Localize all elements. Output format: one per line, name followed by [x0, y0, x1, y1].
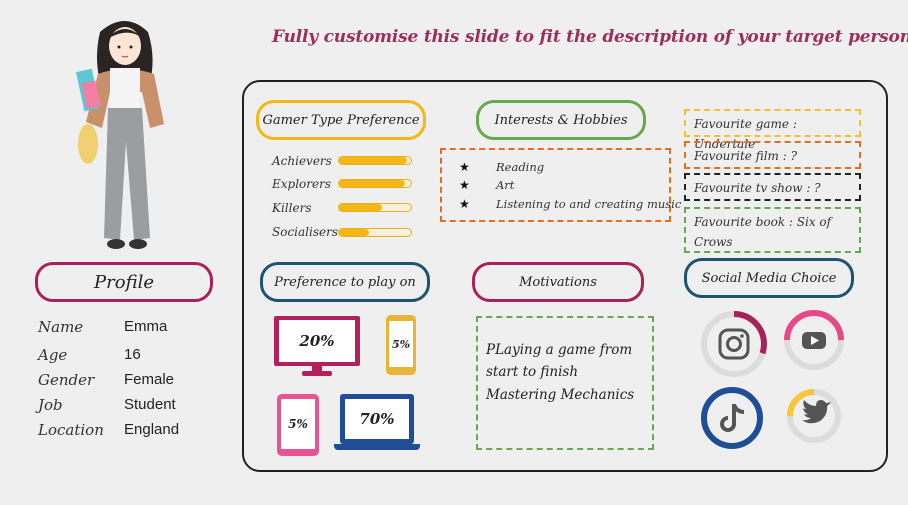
favourite-tv-show: Favourite tv show : ?: [684, 173, 861, 201]
favourite-film: Favourite film : ?: [684, 141, 861, 169]
profile-title-pill: Profile: [35, 262, 213, 302]
motivation-line-1: PLaying a game from: [486, 342, 633, 358]
star-icon: ★: [459, 178, 470, 192]
interest-item-music: Listening to and creating music: [496, 197, 682, 211]
profile-value-name: Emma: [124, 318, 168, 335]
motivation-line-3: Mastering Mechanics: [486, 387, 635, 403]
gamer-label-explorers: Explorers: [272, 177, 332, 191]
persona-frame: [242, 80, 888, 472]
youtube-icon: [784, 310, 844, 370]
motivation-line-2: start to finish: [486, 364, 579, 380]
profile-value-location: England: [124, 421, 180, 438]
tiktok-icon: [701, 387, 763, 449]
profile-value-gender: Female: [124, 371, 175, 388]
motivations-box: [476, 316, 654, 450]
phone-pink-device: 5%: [277, 394, 319, 456]
gamer-label-achievers: Achievers: [272, 154, 332, 168]
profile-title: Profile: [94, 271, 154, 293]
favourite-game-text: Favourite game : Undertale: [694, 117, 797, 151]
gamer-label-socialisers: Socialisers: [272, 225, 338, 239]
gamer-bar-explorers: [338, 179, 412, 188]
favourite-book-text: Favourite book : Six of Crows: [694, 215, 832, 249]
desktop-device: 20%: [274, 316, 360, 378]
social-media-icons: [701, 310, 844, 449]
interests-pill: Interests & Hobbies: [476, 100, 646, 140]
interests-title: Interests & Hobbies: [494, 112, 628, 128]
platforms-pill: Preference to play on: [260, 262, 430, 302]
profile-label-location: Location: [38, 421, 104, 439]
profile-label-age: Age: [38, 346, 68, 364]
social-media-pill: Social Media Choice: [684, 258, 854, 298]
gamer-bar-socialisers: [338, 228, 412, 237]
slide-headline: Fully customise this slide to fit the de…: [272, 27, 908, 47]
twitter-icon: [787, 389, 841, 443]
persona-illustration: [76, 21, 164, 249]
phone-yellow-percent: 5%: [389, 321, 413, 367]
profile-value-age: 16: [124, 346, 141, 363]
gamer-label-killers: Killers: [272, 201, 312, 215]
favourite-tv-show-text: Favourite tv show : ?: [694, 181, 821, 195]
phone-pink-percent: 5%: [281, 399, 315, 449]
platforms-title: Preference to play on: [274, 274, 416, 290]
motivations-pill: Motivations: [472, 262, 644, 302]
interests-box: [440, 148, 671, 222]
laptop-percent: 70%: [345, 399, 409, 439]
interest-item-reading: Reading: [496, 160, 545, 174]
star-icon: ★: [459, 160, 470, 174]
profile-label-name: Name: [38, 318, 84, 336]
instagram-icon: [701, 311, 767, 377]
laptop-device: 70%: [334, 394, 420, 454]
social-media-title: Social Media Choice: [701, 270, 837, 286]
favourite-book: Favourite book : Six of Crows: [684, 207, 861, 253]
gamer-bar-achievers: [338, 156, 412, 165]
favourite-game: Favourite game : Undertale: [684, 109, 861, 151]
interest-item-art: Art: [496, 178, 515, 192]
favourite-film-text: Favourite film : ?: [694, 149, 798, 163]
profile-label-gender: Gender: [38, 371, 95, 389]
gamer-type-pill: Gamer Type Preference: [256, 100, 426, 140]
desktop-percent: 20%: [279, 320, 355, 362]
star-icon: ★: [459, 197, 470, 211]
profile-label-job: Job: [38, 396, 63, 414]
profile-value-job: Student: [124, 396, 176, 413]
phone-yellow-device: 5%: [386, 315, 416, 375]
gamer-type-title: Gamer Type Preference: [262, 112, 420, 128]
motivations-title: Motivations: [519, 274, 597, 290]
gamer-bar-killers: [338, 203, 412, 212]
